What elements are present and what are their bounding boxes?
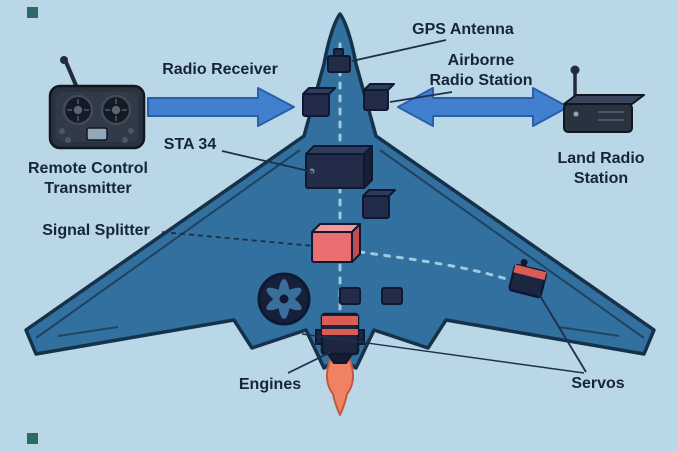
- component-box-small-right: [381, 287, 403, 305]
- signal-splitter-box: [311, 223, 361, 263]
- leader-sta34: [221, 150, 314, 173]
- label-airborne-line1: Airborne: [448, 52, 515, 69]
- leader-servos-long: [301, 333, 585, 374]
- leader-servos: [538, 293, 587, 373]
- label-sta34: STA 34: [164, 136, 217, 153]
- label-remote-line1: Remote Control: [28, 160, 148, 177]
- wingtip-line-right: [558, 326, 620, 337]
- diagram-labels: Radio Receiver GPS Antenna Airborne Radi…: [28, 21, 645, 393]
- sta34-receiver-box: [305, 145, 373, 189]
- leader-lines: [161, 39, 587, 374]
- leader-signal-splitter: [161, 231, 315, 247]
- watermark-square-bottom: [27, 433, 38, 444]
- leader-airborne-station: [389, 91, 453, 103]
- label-airborne-line2: Radio Station: [429, 72, 532, 89]
- gps-antenna-box: [327, 48, 351, 73]
- wing-crease-left: [35, 149, 301, 339]
- transmitter-stick-left: [62, 94, 94, 126]
- leader-engines: [287, 351, 332, 374]
- uplink-arrow: [147, 87, 295, 127]
- land-station-illustration: [563, 65, 645, 133]
- label-servos: Servos: [571, 375, 624, 392]
- label-signal-splitter: Signal Splitter: [42, 222, 150, 239]
- wingtip-line-left: [57, 326, 119, 337]
- onboard-components: [302, 48, 403, 305]
- component-box-small-left: [339, 287, 361, 305]
- label-gps-antenna: GPS Antenna: [412, 21, 514, 38]
- transmitter-screen: [86, 127, 108, 141]
- rc-transmitter-illustration: [48, 56, 146, 150]
- label-radio-receiver: Radio Receiver: [162, 61, 278, 78]
- transmitter-stick-right: [100, 94, 132, 126]
- servo-right: [508, 259, 548, 299]
- airborne-radio-station-box: [363, 83, 395, 111]
- watermark-square-top: [27, 7, 38, 18]
- engine-propeller: [257, 272, 311, 326]
- label-remote-line2: Transmitter: [44, 180, 131, 197]
- engine-flame: [326, 356, 354, 416]
- label-engines: Engines: [239, 376, 301, 393]
- wing-crease-right: [379, 149, 645, 339]
- component-box-mid-right: [362, 189, 396, 219]
- engine-rocket: [315, 312, 365, 416]
- label-land-line2: Station: [574, 170, 628, 187]
- label-land-line1: Land Radio: [557, 150, 644, 167]
- component-box-upper-left: [302, 87, 336, 117]
- leader-gps-antenna: [351, 39, 447, 62]
